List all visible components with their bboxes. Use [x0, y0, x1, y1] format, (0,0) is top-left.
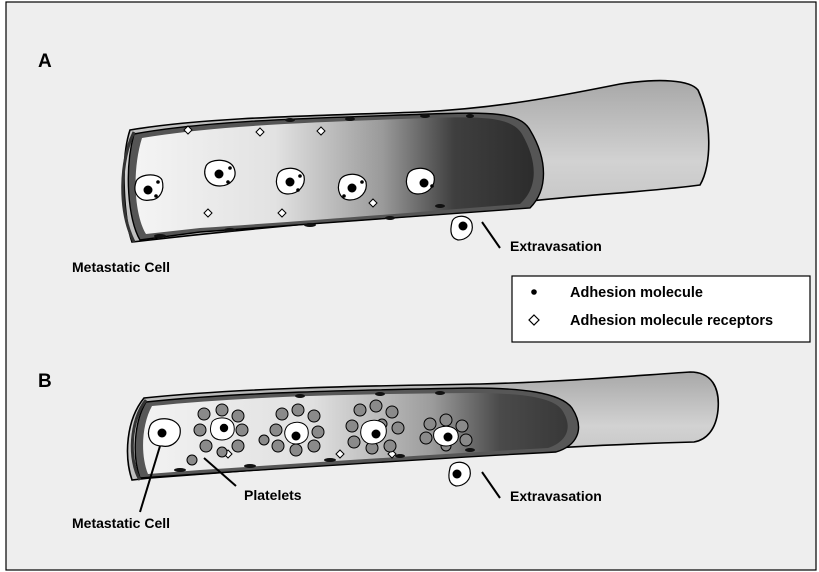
legend-label-adhesion-molecule: Adhesion molecule	[570, 285, 703, 301]
adhesion-molecule-dot-icon	[531, 289, 537, 295]
panel-a-metastatic-cell-label: Metastatic Cell	[72, 259, 170, 275]
tumor-cell	[205, 160, 235, 186]
panel-a-extravasation-label: Extravasation	[510, 238, 602, 254]
panel-a-letter: A	[38, 51, 52, 72]
tumor-cell	[434, 426, 459, 446]
legend-label-adhesion-molecule-receptors: Adhesion molecule receptors	[570, 313, 773, 329]
panel-b-letter: B	[38, 371, 52, 392]
tumor-cell	[210, 418, 234, 440]
panel-b-metastatic-cell-label: Metastatic Cell	[72, 515, 170, 531]
tumor-cell	[361, 420, 387, 444]
tumor-cell	[135, 175, 163, 200]
panel-b-platelets-label: Platelets	[244, 487, 302, 503]
panel-b-extravasation-label: Extravasation	[510, 488, 602, 504]
legend: Adhesion molecule Adhesion molecule rece…	[512, 276, 810, 342]
tumor-cell	[149, 419, 181, 447]
tumor-cell	[285, 422, 309, 444]
